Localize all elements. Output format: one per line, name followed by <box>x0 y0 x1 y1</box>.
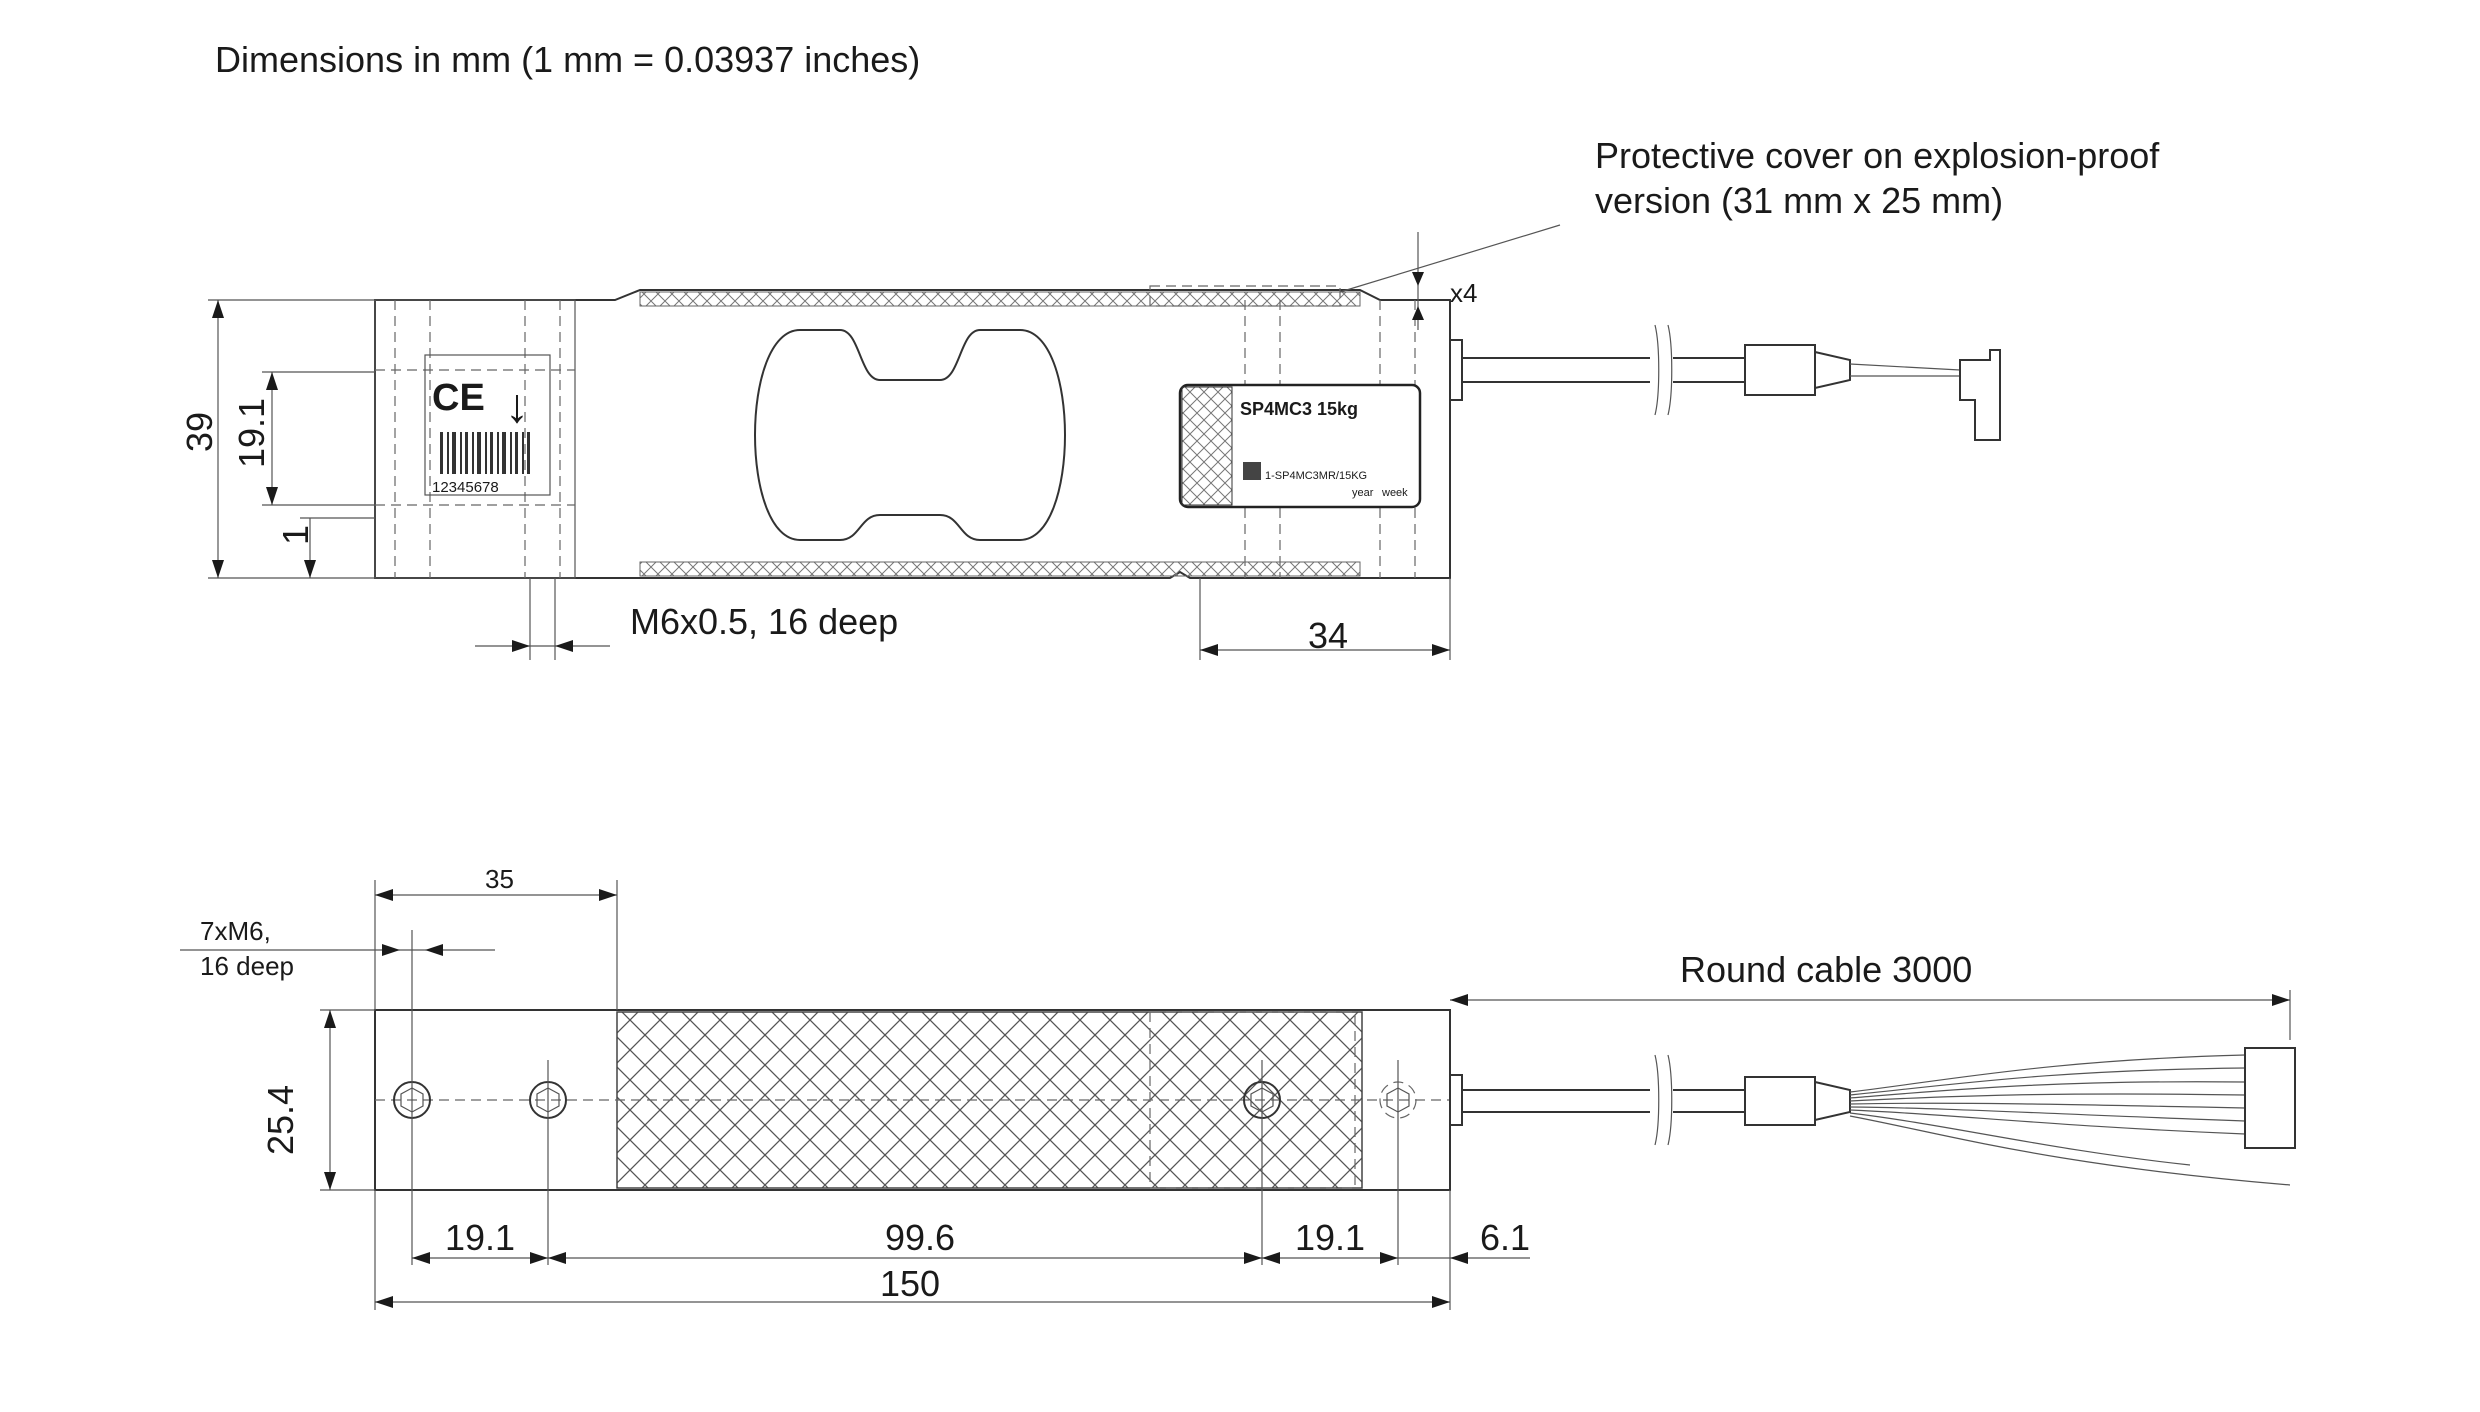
down-arrow-icon: ↓ <box>505 380 529 433</box>
cover-note-line2: version (31 mm x 25 mm) <box>1595 180 2003 221</box>
product-label-title: SP4MC3 15kg <box>1240 399 1358 419</box>
cover-leader-line <box>1339 224 1561 293</box>
dim-offset-35: 35 <box>485 864 514 894</box>
ce-mark: CE <box>432 377 485 419</box>
cover-count: x4 <box>1450 278 1477 308</box>
top-view: 35 7xM6, 16 deep 25.4 <box>180 864 2296 1310</box>
dim-step-1: 1 <box>275 525 316 545</box>
dim-end-34: 34 <box>1308 615 1348 656</box>
product-label-code: 1-SP4MC3MR/15KG <box>1265 470 1367 482</box>
ce-sticker <box>424 354 551 496</box>
units-note: Dimensions in mm (1 mm = 0.03937 inches) <box>215 39 920 80</box>
label-week: week <box>1381 487 1408 499</box>
dim-right-spacing: 19.1 <box>1295 1217 1365 1258</box>
cable-gland-top <box>1744 1076 1816 1126</box>
cable-gland-side <box>1744 344 1816 396</box>
cable-note: Round cable 3000 <box>1680 949 1972 990</box>
qr-code-icon <box>1243 462 1261 480</box>
connector-top <box>2244 1047 2296 1149</box>
label-year: year <box>1352 487 1374 499</box>
dim-hole-spacing-side: 19.1 <box>231 398 272 468</box>
barcode <box>440 432 530 474</box>
cover-note-line1: Protective cover on explosion-proof <box>1595 135 2160 176</box>
connector-side <box>1959 349 2001 441</box>
side-view: CE ↓ 12345678 SP4MC3 15kg 1-SP4MC3MR/15K… <box>179 135 2160 660</box>
dim-center-99-6: 99.6 <box>885 1217 955 1258</box>
holes-note-line1: 7xM6, <box>200 916 271 946</box>
load-cell-body-side <box>374 289 1451 579</box>
dim-left-spacing: 19.1 <box>445 1217 515 1258</box>
serial-number: 12345678 <box>432 479 499 496</box>
dim-end-6-1: 6.1 <box>1480 1217 1530 1258</box>
cable-wires <box>1849 1054 2291 1186</box>
dim-total-150: 150 <box>880 1263 940 1304</box>
protective-cover-outline <box>1149 285 1341 307</box>
dim-height-39: 39 <box>179 412 220 452</box>
product-label <box>1178 383 1422 509</box>
holes-note-line2: 16 deep <box>200 951 294 981</box>
binocular-cutout <box>754 329 1066 541</box>
thread-note: M6x0.5, 16 deep <box>630 601 898 642</box>
dim-width-25-4: 25.4 <box>260 1085 301 1155</box>
